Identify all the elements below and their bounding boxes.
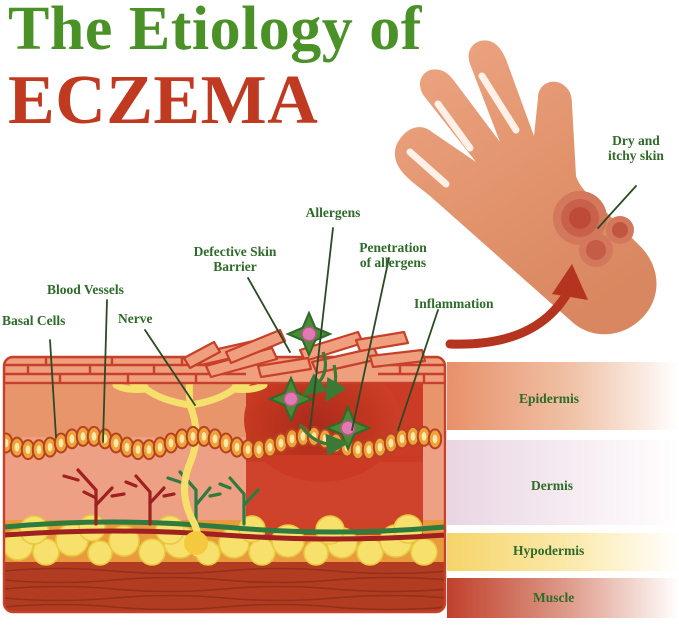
layer-band-hypodermis	[447, 533, 679, 571]
eczema-lesions	[553, 191, 634, 267]
leader-blood-vessels	[102, 299, 108, 443]
blood-vessels	[62, 468, 260, 526]
page-title-line2: ECZEMA	[8, 62, 319, 139]
hypodermis-red-vessel	[4, 528, 445, 542]
layer-band-epidermis	[447, 362, 679, 430]
label-nerve: Nerve	[118, 311, 153, 326]
label-inflammation: Inflammation	[414, 296, 494, 311]
label-dry-and-itchy-skin: Dry and itchy skin	[608, 133, 664, 164]
allergen-particles	[267, 310, 372, 452]
leader-inflammation	[397, 309, 439, 431]
inflammation-to-hand-arrow	[445, 264, 588, 349]
leader-penetration	[351, 257, 390, 431]
layer-label-epidermis: Epidermis	[519, 391, 580, 406]
page-title-line1: The Etiology of	[8, 0, 422, 63]
nerve-terminal	[184, 531, 208, 555]
leader-defective-barrier	[247, 277, 291, 353]
hand-finger-creases	[406, 72, 520, 188]
layer-band-dermis	[447, 440, 679, 525]
leader-lines	[49, 185, 637, 443]
leader-dry-itchy	[597, 185, 637, 229]
label-penetration-of-allergens: Penetration of allergens	[359, 240, 427, 271]
leader-nerve	[144, 329, 196, 406]
label-allergens: Allergens	[305, 205, 361, 220]
muscle-striations	[4, 567, 445, 611]
leader-basal-cells	[49, 339, 57, 438]
label-basal-cells: Basal Cells	[2, 313, 66, 328]
layer-label-dermis: Dermis	[531, 478, 573, 493]
skin-block	[4, 357, 445, 612]
layer-band-muscle	[447, 578, 679, 618]
layer-label-hypodermis: Hypodermis	[513, 543, 585, 558]
hypodermis-green-vessel	[4, 519, 445, 535]
defective-barrier-flakes	[182, 328, 427, 379]
leader-allergens	[309, 227, 334, 431]
label-blood-vessels: Blood Vessels	[47, 282, 124, 297]
layer-label-muscle: Muscle	[533, 590, 575, 605]
label-defective-skin-barrier: Defective Skin Barrier	[193, 244, 277, 275]
hand-illustration	[394, 40, 657, 335]
